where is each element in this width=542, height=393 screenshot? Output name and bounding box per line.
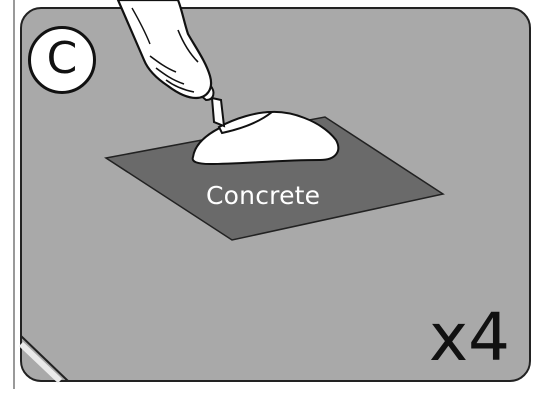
step-badge: C xyxy=(28,26,96,94)
step-letter: C xyxy=(47,37,78,81)
trowel-shank xyxy=(212,98,224,126)
concrete-label: Concrete xyxy=(206,181,320,210)
quantity-label: x4 xyxy=(429,305,510,371)
